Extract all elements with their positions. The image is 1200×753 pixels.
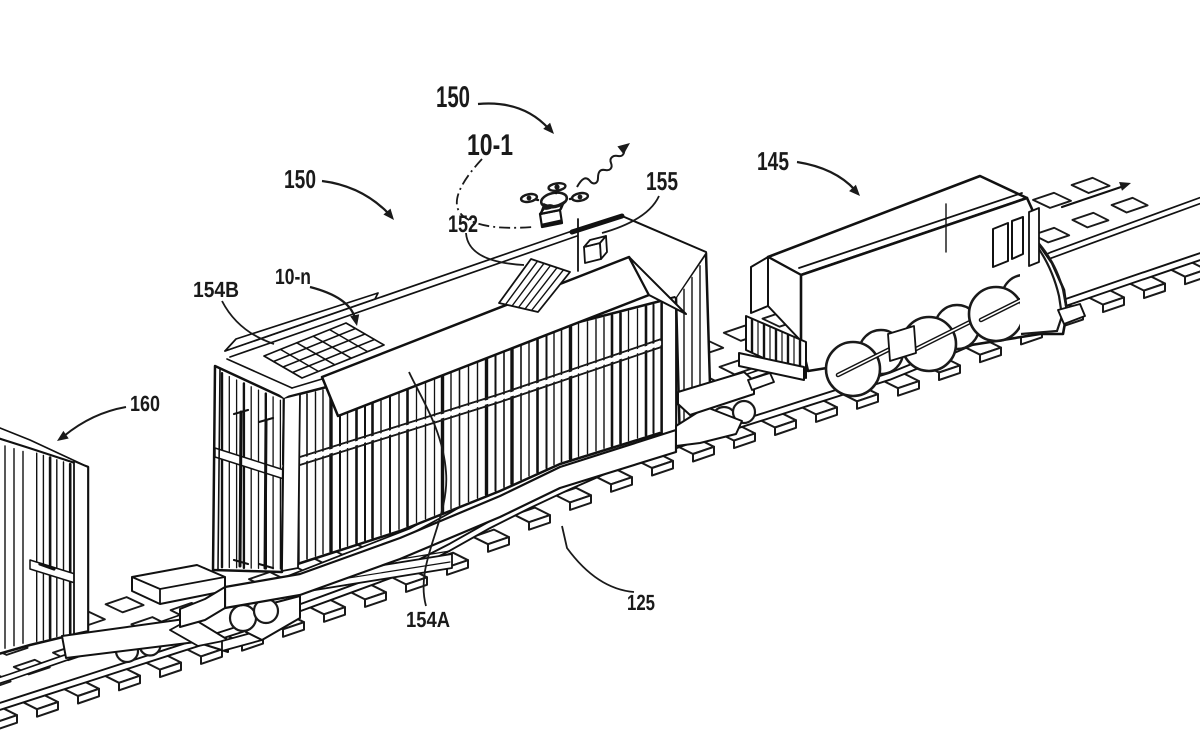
svg-text:10-1: 10-1: [467, 129, 513, 162]
svg-text:155: 155: [646, 166, 678, 196]
svg-text:154B: 154B: [193, 277, 239, 302]
svg-text:160: 160: [130, 391, 160, 416]
svg-text:154A: 154A: [406, 607, 450, 632]
svg-text:145: 145: [757, 146, 789, 176]
svg-text:125: 125: [627, 590, 655, 615]
svg-text:150: 150: [436, 81, 470, 114]
svg-text:152: 152: [448, 211, 478, 238]
svg-text:10-n: 10-n: [275, 264, 311, 289]
svg-text:150: 150: [284, 164, 316, 194]
